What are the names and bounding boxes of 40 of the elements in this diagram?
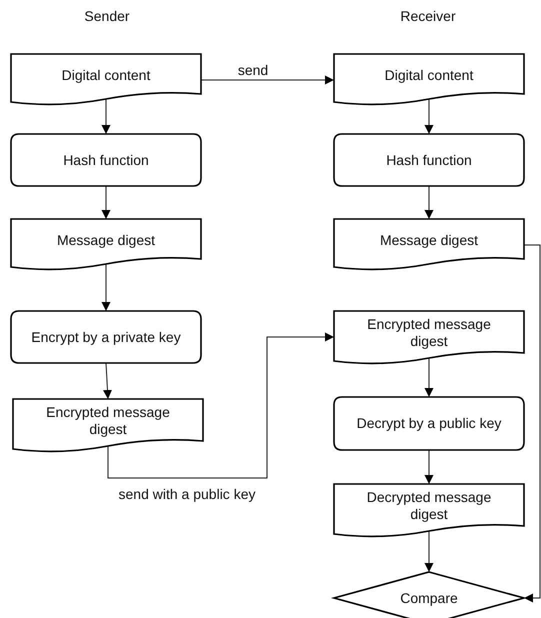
arrow bbox=[524, 244, 540, 602]
arrow bbox=[102, 98, 110, 134]
arrow bbox=[102, 186, 110, 220]
arrow bbox=[424, 98, 434, 134]
node-label: Hash function bbox=[62, 152, 150, 168]
node-label: Encrypted message digest bbox=[366, 316, 492, 350]
node-label: Message digest bbox=[56, 232, 156, 248]
node-label: Encrypt by a private key bbox=[30, 328, 182, 346]
decision-diamond bbox=[334, 572, 524, 618]
document-shape bbox=[11, 54, 201, 104]
process-box bbox=[11, 311, 201, 363]
edge-label: send with a public key bbox=[116, 486, 258, 502]
arrow bbox=[108, 332, 334, 478]
arrow bbox=[103, 362, 112, 400]
column-heading: Sender bbox=[84, 8, 130, 24]
arrow bbox=[424, 530, 434, 572]
document-shape bbox=[11, 219, 201, 269]
process-box bbox=[334, 397, 524, 450]
document-shape bbox=[334, 219, 524, 269]
arrow bbox=[424, 450, 434, 484]
column-heading: Receiver bbox=[400, 8, 456, 24]
arrow bbox=[424, 186, 434, 220]
document-shape bbox=[13, 399, 203, 451]
process-box bbox=[11, 134, 201, 186]
document-shape bbox=[334, 484, 524, 536]
process-box bbox=[334, 134, 524, 186]
node-label: Decrypt by a public key bbox=[356, 415, 502, 432]
arrow bbox=[424, 358, 434, 398]
node-label: Hash function bbox=[385, 152, 473, 168]
node-label: Compare bbox=[399, 590, 459, 606]
arrow bbox=[102, 264, 110, 312]
node-label: Digital content bbox=[60, 66, 152, 84]
edge-label: send bbox=[236, 62, 270, 78]
node-label: Decrypted message digest bbox=[366, 489, 492, 523]
node-label: Message digest bbox=[378, 232, 480, 248]
node-label: Digital content bbox=[384, 66, 474, 84]
node-label: Encrypted message digest bbox=[45, 404, 171, 438]
document-shape bbox=[334, 311, 524, 363]
document-shape bbox=[334, 54, 524, 104]
arrow bbox=[200, 76, 334, 84]
